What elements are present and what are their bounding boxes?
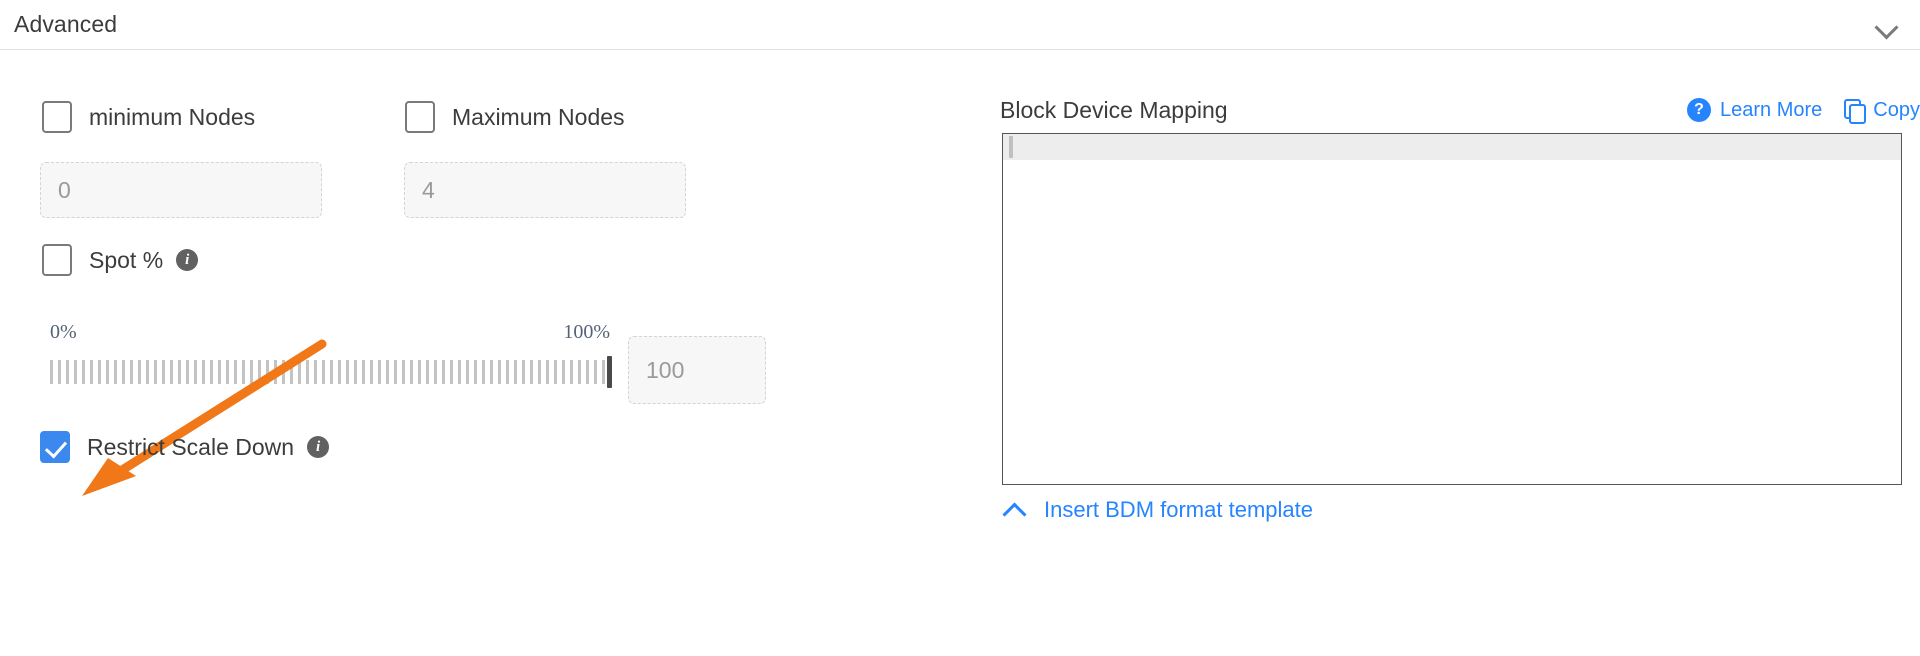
learn-more-link[interactable]: ? Learn More bbox=[1687, 98, 1822, 122]
slider-max-label: 100% bbox=[563, 321, 610, 343]
copy-label: Copy bbox=[1873, 98, 1920, 121]
insert-bdm-template-label: Insert BDM format template bbox=[1044, 497, 1313, 522]
minimum-nodes-label: minimum Nodes bbox=[89, 103, 256, 130]
slider-ticks bbox=[50, 360, 610, 384]
info-icon[interactable]: i bbox=[176, 249, 199, 271]
advanced-section-body: minimum Nodes 0 Maximum Nodes 4 Spot % i… bbox=[0, 51, 1920, 656]
spot-percent-value-input[interactable]: 100 bbox=[628, 336, 766, 404]
spot-percent-value: 100 bbox=[646, 356, 685, 383]
bdm-textarea[interactable] bbox=[1002, 133, 1902, 485]
maximum-nodes-input[interactable]: 4 bbox=[404, 162, 686, 218]
slider-min-label: 0% bbox=[50, 321, 77, 343]
minimum-nodes-input-value: 0 bbox=[58, 176, 71, 203]
bdm-title: Block Device Mapping bbox=[1000, 96, 1228, 123]
slider-thumb[interactable] bbox=[607, 356, 612, 388]
copy-icon bbox=[1844, 99, 1867, 124]
chevron-down-icon bbox=[1876, 15, 1896, 35]
restrict-scale-down-label: Restrict Scale Down bbox=[87, 433, 295, 460]
left-settings-column: minimum Nodes 0 Maximum Nodes 4 Spot % i… bbox=[0, 51, 990, 656]
maximum-nodes-label: Maximum Nodes bbox=[452, 103, 625, 130]
question-mark-icon: ? bbox=[1687, 98, 1712, 122]
minimum-nodes-row: minimum Nodes bbox=[42, 101, 255, 133]
insert-bdm-template-link[interactable]: Insert BDM format template bbox=[1002, 497, 1313, 523]
spot-percent-label: Spot % bbox=[89, 246, 164, 273]
info-icon[interactable]: i bbox=[307, 436, 330, 458]
chevron-up-icon bbox=[1002, 501, 1026, 519]
restrict-scale-down-checkbox[interactable] bbox=[40, 431, 70, 463]
minimum-nodes-checkbox[interactable] bbox=[42, 101, 72, 133]
text-caret bbox=[1009, 136, 1013, 158]
spot-percent-slider[interactable] bbox=[50, 356, 612, 388]
slider-range-labels: 0% 100% bbox=[50, 321, 610, 347]
section-collapse-toggle[interactable] bbox=[1866, 5, 1906, 45]
spot-percent-row: Spot % i bbox=[42, 244, 199, 276]
advanced-section-header: Advanced bbox=[0, 0, 1920, 50]
minimum-nodes-input[interactable]: 0 bbox=[40, 162, 322, 218]
spot-percent-slider-group: 0% 100% bbox=[50, 321, 612, 388]
bdm-action-links: ? Learn More Copy bbox=[1687, 98, 1920, 124]
page-title: Advanced bbox=[14, 11, 118, 37]
spot-percent-checkbox[interactable] bbox=[42, 244, 72, 276]
maximum-nodes-row: Maximum Nodes bbox=[405, 101, 625, 133]
copy-button[interactable]: Copy bbox=[1844, 98, 1920, 124]
block-device-mapping-column: Block Device Mapping ? Learn More Copy I… bbox=[1000, 51, 1920, 656]
restrict-scale-down-row: Restrict Scale Down i bbox=[40, 431, 330, 463]
maximum-nodes-checkbox[interactable] bbox=[405, 101, 435, 133]
bdm-header: Block Device Mapping ? Learn More Copy bbox=[1000, 93, 1920, 127]
bdm-active-line bbox=[1003, 134, 1901, 160]
maximum-nodes-input-value: 4 bbox=[422, 176, 435, 203]
learn-more-label: Learn More bbox=[1720, 98, 1823, 121]
